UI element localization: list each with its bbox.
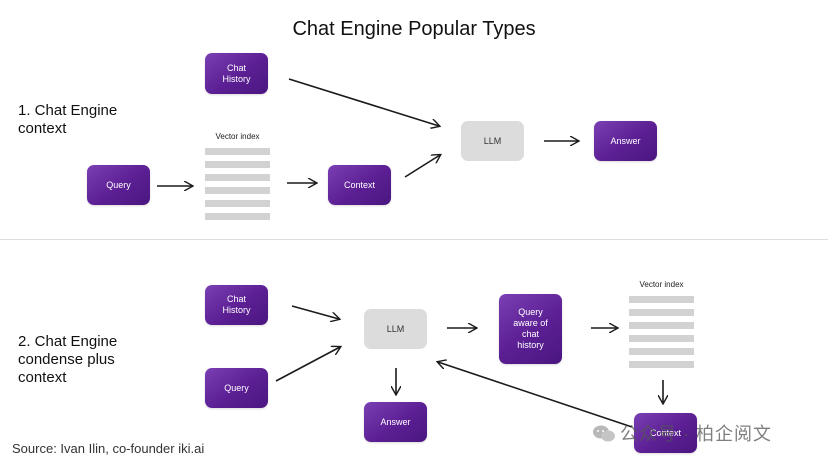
s2-vector-row	[629, 348, 694, 355]
s2-llm-label: LLM	[386, 323, 405, 334]
s1-vector-row	[205, 161, 270, 168]
s2-vector-index-label: Vector index	[639, 280, 684, 289]
s1-vector-row	[205, 148, 270, 155]
s2-query-node: Query	[205, 368, 268, 408]
s1-chat-history-line-2: History	[222, 73, 251, 84]
s2-vector-row	[629, 296, 694, 303]
section-2-label: 2. Chat Engine condense plus context	[18, 333, 117, 387]
s2-context-node: Context	[634, 413, 697, 453]
section-1-label: 1. Chat Engine context	[18, 102, 117, 138]
arrow-s2-query-to-llm	[275, 347, 340, 382]
s2-vector-row	[629, 309, 694, 316]
s1-query-node: Query	[87, 165, 150, 205]
s1-vector-row	[205, 213, 270, 220]
s2-chat-history-node: Chat History	[205, 285, 268, 325]
s1-vector-index-label: Vector index	[215, 132, 260, 141]
s1-chat-history-line-1: Chat	[226, 62, 246, 73]
s2-query-aware-line-1: Query	[518, 307, 543, 317]
section-1-label-line-1: 1. Chat Engine	[18, 102, 118, 119]
section-2-label-line-3: context	[18, 369, 67, 386]
s2-context-label: Context	[649, 427, 682, 438]
s1-vector-index	[205, 148, 270, 220]
s2-query-aware-line-3: chat	[521, 329, 539, 339]
s2-vector-row	[629, 361, 694, 368]
section-2-label-line-2: condense plus	[18, 351, 115, 368]
s2-query-aware-line-4: history	[517, 340, 544, 350]
s1-context-label: Context	[343, 179, 376, 190]
s2-chat-history-line-2: History	[222, 305, 251, 315]
s1-vector-row	[205, 200, 270, 207]
arrow-s1-chat-history-to-llm	[288, 78, 439, 126]
s2-chat-history-line-1: Chat	[226, 294, 246, 304]
section-divider	[0, 239, 828, 240]
s1-llm-node: LLM	[461, 121, 524, 161]
arrow-s1-context-to-llm	[404, 155, 440, 178]
s1-vector-row	[205, 187, 270, 194]
s1-answer-node: Answer	[594, 121, 657, 161]
s2-vector-row	[629, 335, 694, 342]
source-credit: Source: Ivan Ilin, co-founder iki.ai	[12, 441, 205, 456]
watermark-text: 公众号 · 柏企阅文	[620, 424, 772, 444]
s2-answer-label: Answer	[380, 416, 411, 427]
s2-query-aware-node: Query aware of chat history	[499, 294, 562, 364]
s2-query-label: Query	[224, 382, 249, 393]
s1-vector-row	[205, 174, 270, 181]
s2-llm-node: LLM	[364, 309, 427, 349]
arrow-s2-context-to-llm	[438, 362, 633, 428]
section-2-label-line-1: 2. Chat Engine	[18, 333, 118, 350]
arrow-s2-chat-history-to-llm	[291, 305, 339, 319]
s2-answer-node: Answer	[364, 402, 427, 442]
s2-query-aware-line-2: aware of	[513, 318, 548, 328]
s2-vector-index	[629, 296, 694, 368]
s1-query-label: Query	[106, 179, 131, 190]
s1-context-node: Context	[328, 165, 391, 205]
s1-llm-label: LLM	[483, 135, 502, 146]
s1-answer-label: Answer	[610, 135, 641, 146]
s2-vector-row	[629, 322, 694, 329]
diagram-title: Chat Engine Popular Types	[292, 18, 536, 40]
s1-chat-history-node: Chat History	[205, 53, 268, 94]
wechat-icon	[593, 425, 615, 442]
section-1-label-line-2: context	[18, 120, 67, 137]
